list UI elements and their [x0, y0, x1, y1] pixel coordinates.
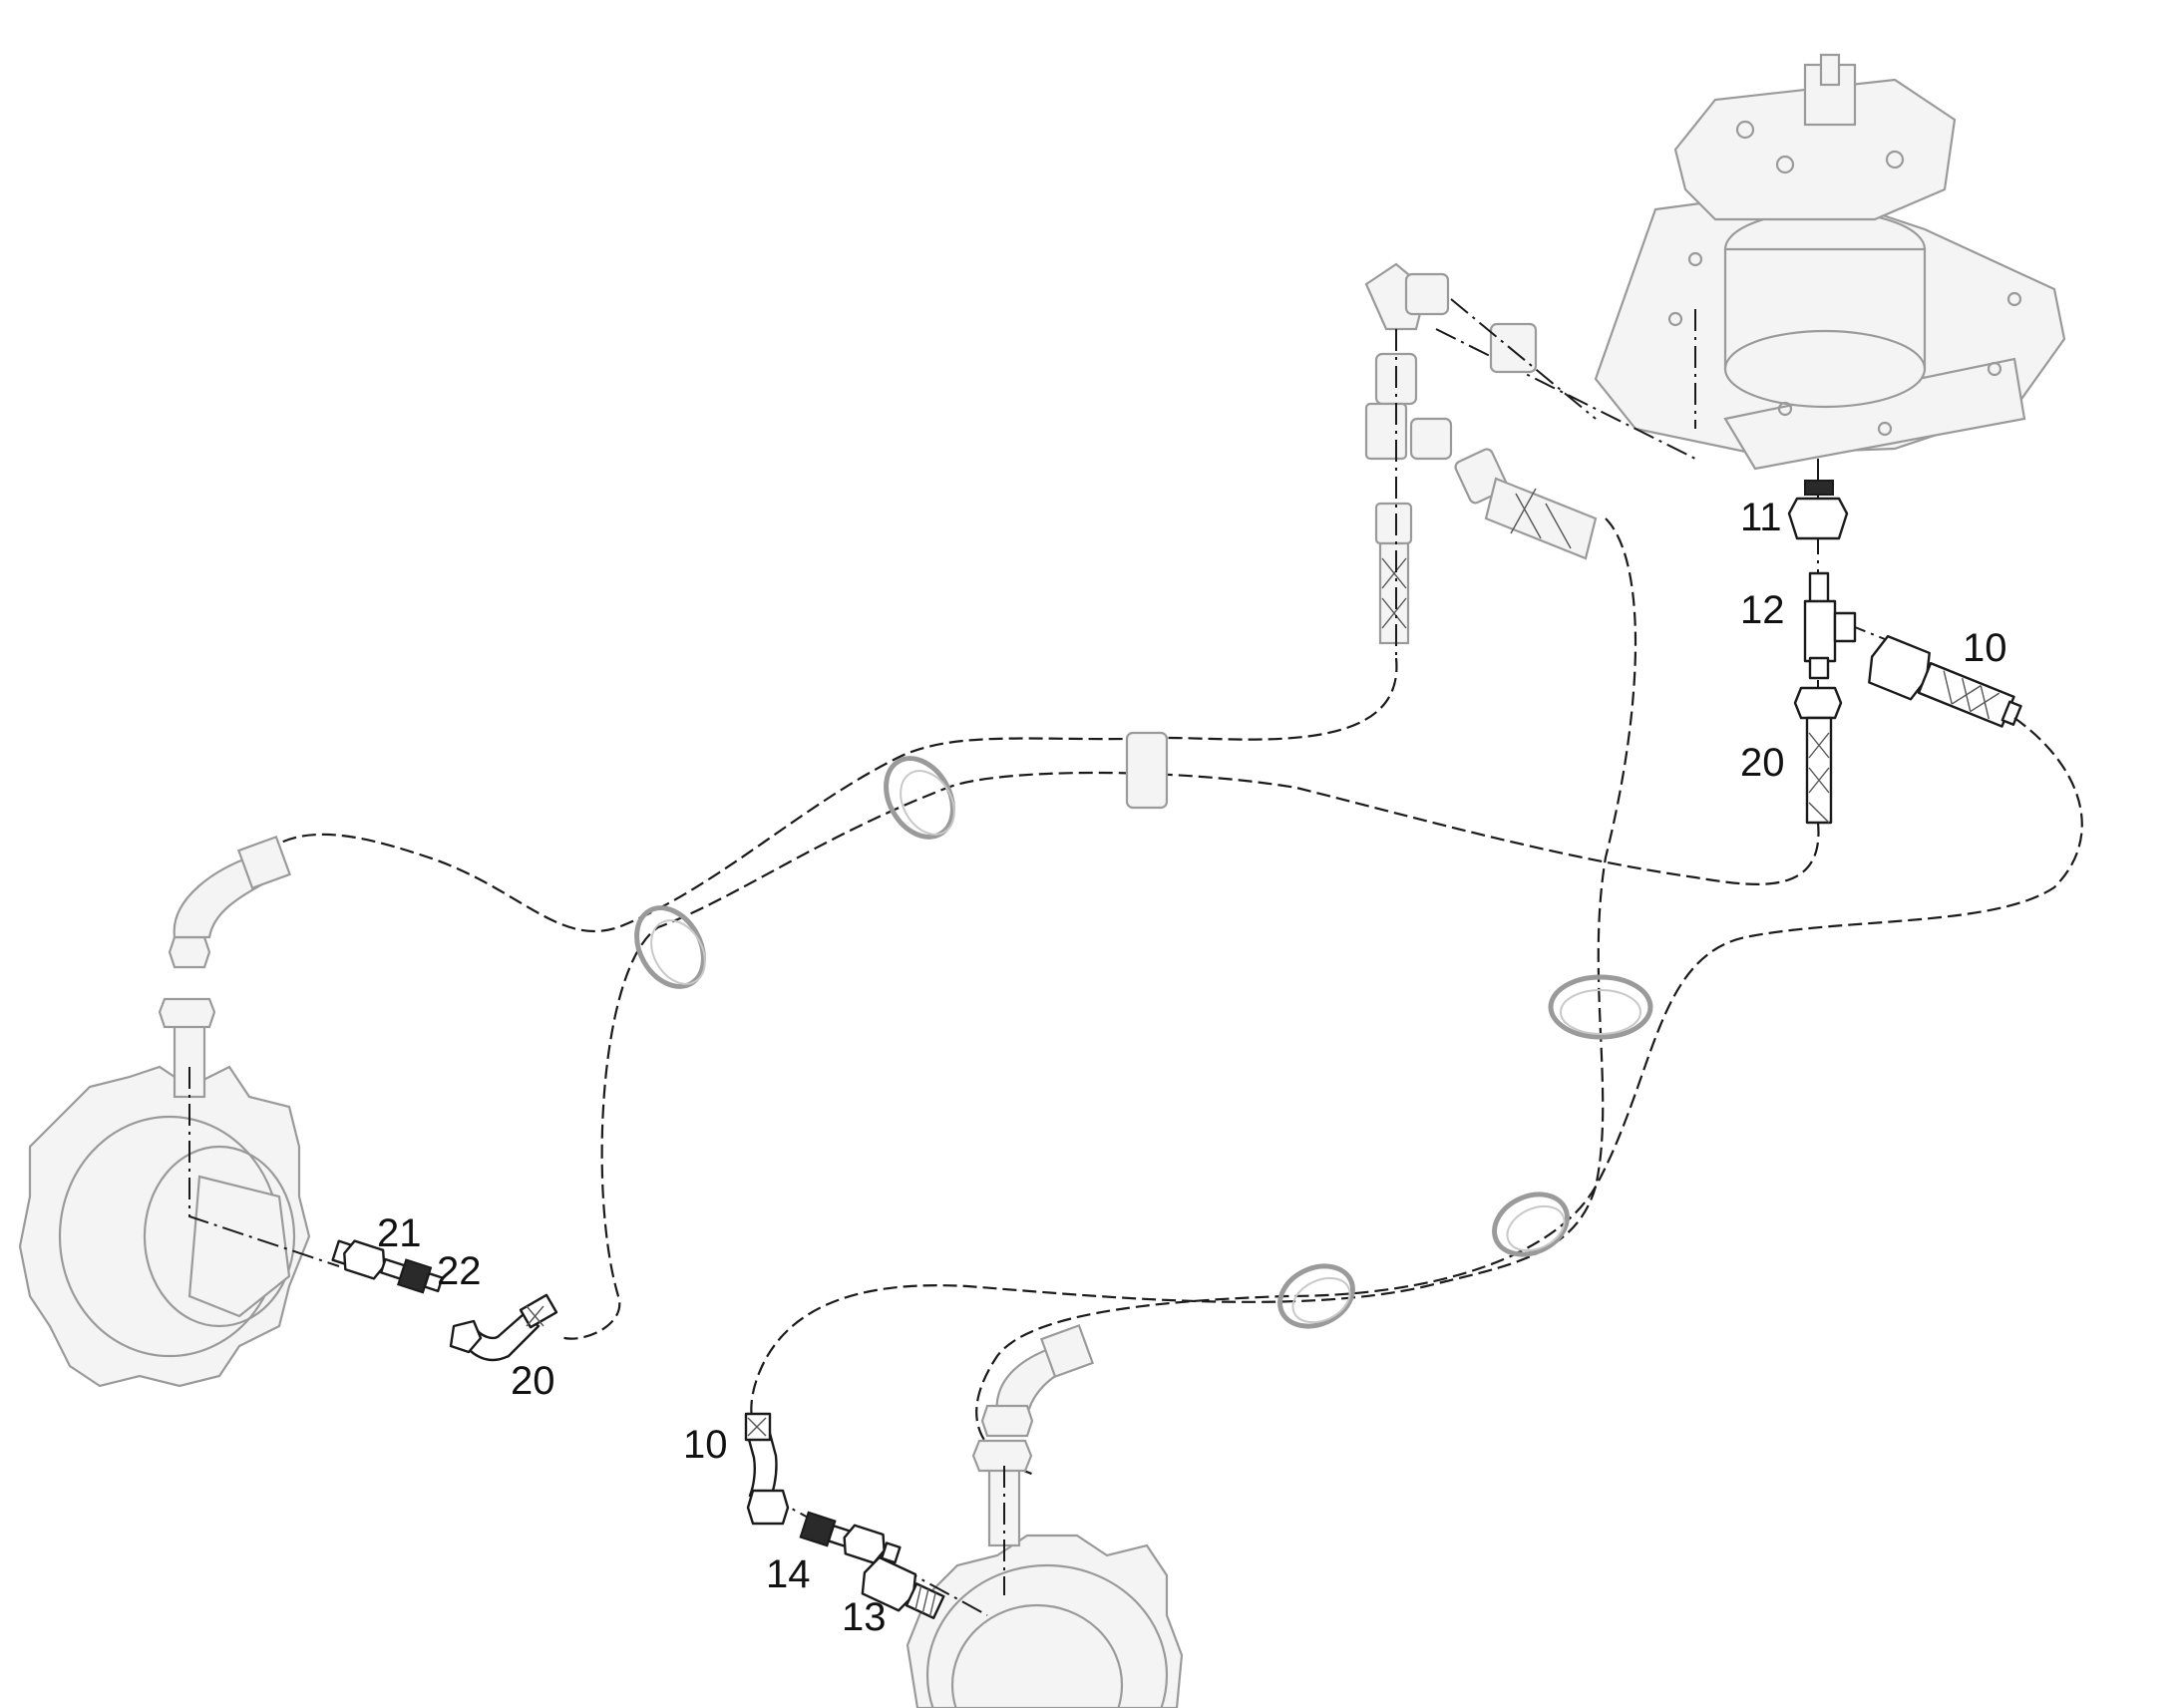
left-drive-sprocket [18, 835, 340, 1388]
callout-20-left: 20 [511, 1359, 555, 1403]
ghost-fittings-upper [1364, 262, 1598, 658]
callout-22: 22 [437, 1249, 482, 1293]
callout-14: 14 [766, 1552, 811, 1596]
left-fitting-stack [331, 1239, 558, 1362]
hose-clamps [634, 731, 1653, 1329]
right-fitting-stack [1787, 459, 2022, 825]
hose-routes [258, 517, 2083, 1478]
callout-11: 11 [1740, 496, 1782, 539]
callout-20-right: 20 [1740, 741, 1785, 785]
swivel-motor-assembly [1435, 53, 2066, 471]
callout-21: 21 [377, 1211, 422, 1255]
callout-12: 12 [1740, 588, 1785, 632]
callout-labels: 11 12 10 20 21 22 20 10 14 13 [377, 496, 2007, 1639]
callout-10-bottom: 10 [683, 1423, 728, 1467]
callout-13: 13 [842, 1595, 887, 1639]
bottom-fitting-stack [744, 1412, 988, 1619]
callout-10-right: 10 [1963, 626, 2007, 670]
bottom-drive-sprocket [906, 1323, 1184, 1708]
